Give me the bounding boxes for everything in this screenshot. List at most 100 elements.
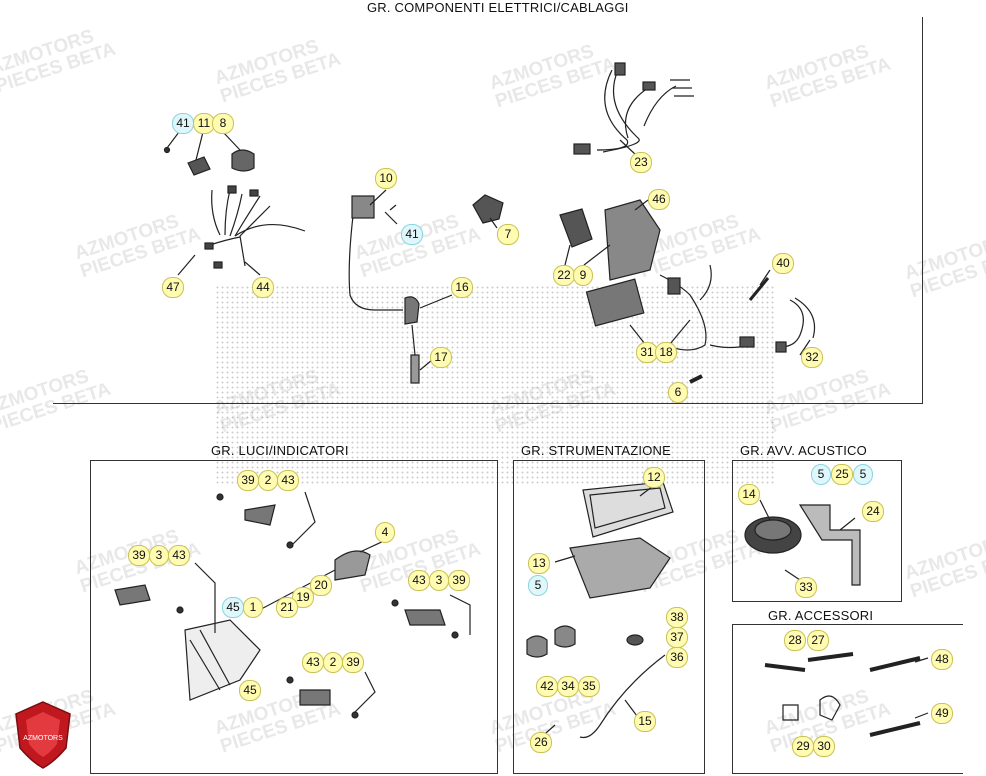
- harness-part: [659, 274, 707, 351]
- section-title-instruments: GR. STRUMENTAZIONE: [521, 443, 671, 458]
- part-label[interactable]: 14: [738, 484, 760, 505]
- part-label[interactable]: 9: [573, 265, 593, 286]
- part-label[interactable]: 41: [401, 224, 423, 245]
- indicator-part: [114, 584, 151, 606]
- part-label[interactable]: 25: [831, 464, 853, 485]
- cable-harness: [573, 62, 694, 155]
- part-label[interactable]: 47: [162, 277, 184, 298]
- part-label[interactable]: 17: [430, 347, 452, 368]
- part-label[interactable]: 2: [323, 652, 343, 673]
- part-label[interactable]: 40: [772, 253, 794, 274]
- part-label[interactable]: 24: [862, 501, 884, 522]
- part-label[interactable]: 20: [310, 575, 332, 596]
- part-label[interactable]: 43: [168, 545, 190, 566]
- part-label[interactable]: 5: [853, 464, 873, 485]
- part-label[interactable]: 10: [375, 168, 397, 189]
- part-label[interactable]: 2: [258, 470, 278, 491]
- part-label[interactable]: 7: [497, 224, 519, 245]
- horn-group-frame: [732, 460, 902, 602]
- part-label[interactable]: 37: [666, 627, 688, 648]
- indicator-part: [244, 504, 276, 526]
- part-label[interactable]: 41: [172, 113, 194, 134]
- part-label[interactable]: 4: [375, 522, 395, 543]
- part-label[interactable]: 21: [276, 597, 298, 618]
- bushing-part: [526, 635, 548, 658]
- cable-tie: [807, 652, 854, 662]
- indicator-part: [299, 689, 331, 706]
- part-label[interactable]: 6: [668, 382, 688, 403]
- part-label[interactable]: 34: [557, 676, 579, 697]
- accessories-group-frame: [732, 624, 963, 774]
- sensor-part: [748, 277, 770, 301]
- part-label[interactable]: 43: [302, 652, 324, 673]
- spark-plug-cap: [404, 296, 420, 325]
- part-label[interactable]: 32: [801, 347, 823, 368]
- part-label[interactable]: 45: [222, 597, 244, 618]
- regulator-part: [559, 208, 593, 248]
- coil-cable: [348, 199, 403, 311]
- pin-part: [689, 374, 703, 384]
- part-label[interactable]: 8: [212, 113, 234, 134]
- part-label[interactable]: 38: [666, 607, 688, 628]
- part-label[interactable]: 27: [807, 630, 829, 651]
- headlight-part: [184, 619, 261, 701]
- part-label[interactable]: 1: [243, 597, 263, 618]
- svg-text:AZMOTORS: AZMOTORS: [23, 735, 63, 742]
- coil-part: [351, 195, 375, 219]
- clip-part: [819, 695, 841, 721]
- part-label[interactable]: 26: [530, 732, 552, 753]
- part-label[interactable]: 30: [813, 736, 835, 757]
- part-label[interactable]: 29: [792, 736, 814, 757]
- part-label[interactable]: 42: [536, 676, 558, 697]
- mount-part: [569, 537, 671, 599]
- part-label[interactable]: 33: [795, 577, 817, 598]
- ecu-part: [604, 199, 661, 281]
- part-label[interactable]: 45: [239, 680, 261, 701]
- section-title-electrical: GR. COMPONENTI ELETTRICI/CABLAGGI: [367, 0, 629, 15]
- dashboard-part: [582, 481, 674, 538]
- part-label[interactable]: 44: [252, 277, 274, 298]
- part-label[interactable]: 3: [149, 545, 169, 566]
- cable-tie: [869, 721, 921, 737]
- part-label[interactable]: 28: [784, 630, 806, 651]
- part-label[interactable]: 43: [408, 570, 430, 591]
- part-label[interactable]: 22: [553, 265, 575, 286]
- part-label[interactable]: 48: [931, 649, 953, 670]
- button-part: [231, 149, 255, 172]
- horn-bracket: [798, 504, 861, 586]
- part-label[interactable]: 49: [931, 703, 953, 724]
- switch-part: [187, 156, 211, 176]
- module-part: [585, 278, 645, 327]
- section-title-lights: GR. LUCI/INDICATORI: [211, 443, 349, 458]
- part-label[interactable]: 12: [643, 467, 665, 488]
- part-label[interactable]: 15: [634, 711, 656, 732]
- part-label[interactable]: 16: [451, 277, 473, 298]
- part-label[interactable]: 18: [655, 342, 677, 363]
- part-label[interactable]: 5: [811, 464, 831, 485]
- section-title-horn: GR. AVV. ACUSTICO: [740, 443, 867, 458]
- part-label[interactable]: 35: [578, 676, 600, 697]
- bolt-part: [384, 204, 398, 225]
- bracket-part: [334, 550, 371, 581]
- part-label[interactable]: 13: [528, 553, 550, 574]
- lights-group-frame: [90, 460, 498, 774]
- cable-part: [779, 299, 804, 348]
- part-label[interactable]: 46: [648, 189, 670, 210]
- part-label[interactable]: 39: [237, 470, 259, 491]
- part-label[interactable]: 36: [666, 647, 688, 668]
- part-label[interactable]: 3: [429, 570, 449, 591]
- indicator-part: [404, 609, 446, 626]
- section-title-accessories: GR. ACCESSORI: [768, 608, 874, 623]
- cable-part: [579, 654, 666, 739]
- electrical-group-frame: [53, 17, 923, 404]
- part-label[interactable]: 39: [128, 545, 150, 566]
- part-label[interactable]: 23: [630, 152, 652, 173]
- part-label[interactable]: 43: [277, 470, 299, 491]
- instruments-group-frame: [513, 460, 705, 774]
- part-label[interactable]: 39: [448, 570, 470, 591]
- part-label[interactable]: 39: [342, 652, 364, 673]
- wiring-harness: [204, 185, 306, 269]
- part-label[interactable]: 5: [528, 575, 548, 596]
